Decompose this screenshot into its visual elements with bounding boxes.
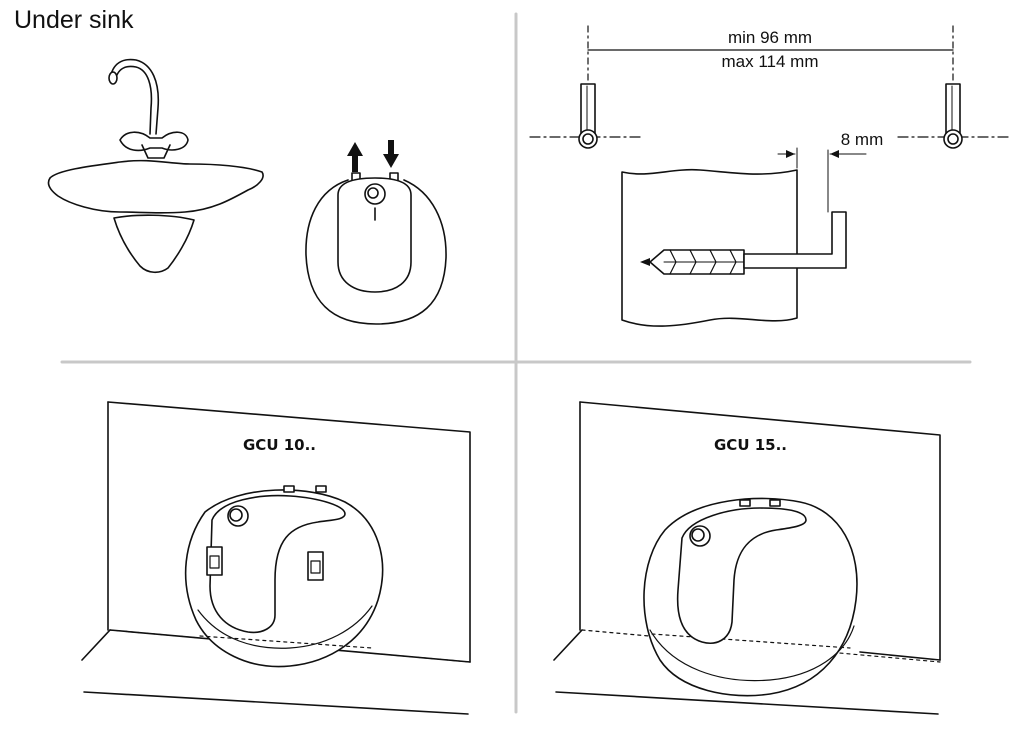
bracket-diagram [530, 26, 1012, 326]
min-spacing-label: min 96 mm [727, 28, 813, 47]
offset-label: 8 mm [840, 130, 884, 149]
sink-illustration [48, 60, 263, 273]
diagram-title: Under sink [14, 6, 134, 34]
model-label-gcu10: GCU 10.. [243, 436, 316, 454]
model-label-gcu15: GCU 15.. [714, 436, 787, 454]
heater-front-view [306, 140, 446, 324]
panel-dividers [62, 14, 970, 712]
max-spacing-label: max 114 mm [721, 52, 819, 71]
outlet-arrow-icon [347, 142, 363, 172]
gcu15-illustration [554, 402, 940, 714]
inlet-arrow-icon [383, 140, 399, 168]
gcu10-illustration [82, 402, 470, 714]
